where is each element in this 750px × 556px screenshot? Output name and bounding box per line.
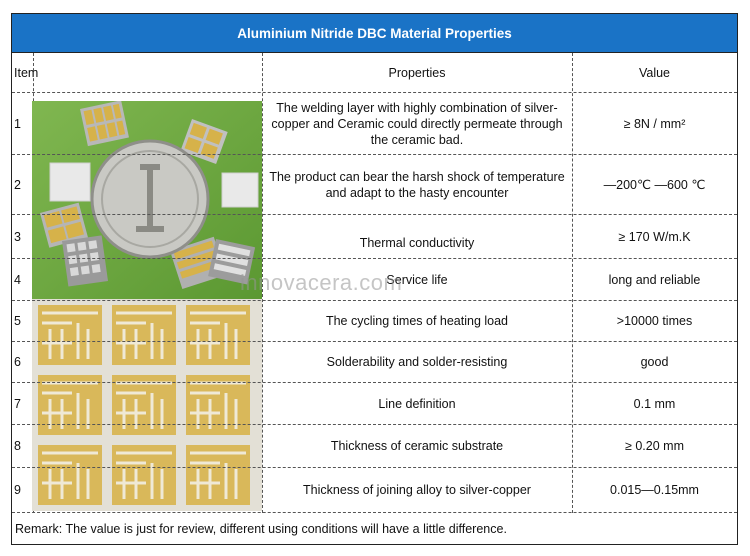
column-divider <box>572 53 573 513</box>
row-item: 2 <box>14 177 21 192</box>
row-value: long and reliable <box>608 272 701 287</box>
table-row: 1 The welding layer with highly combinat… <box>12 93 737 155</box>
row-item: 6 <box>14 355 21 369</box>
row-property: Line definition <box>378 396 456 411</box>
row-property: Thickness of joining alloy to silver-cop… <box>303 483 531 497</box>
table-row: 9 Thickness of joining alloy to silver-c… <box>12 468 737 513</box>
row-property: The welding layer with highly combinatio… <box>271 100 563 147</box>
properties-table: Aluminium Nitride DBC Material Propertie… <box>11 13 738 545</box>
table-row: 6 Solderability and solder-resisting goo… <box>12 342 737 383</box>
product-photo-coin <box>32 101 262 299</box>
row-property: The product can bear the harsh shock of … <box>269 169 565 200</box>
table-row: 2 The product can bear the harsh shock o… <box>12 155 737 215</box>
row-property: Thermal conductivity <box>359 235 475 250</box>
row-value: ≥ 0.20 mm <box>625 439 684 453</box>
row-property: Service life <box>386 272 448 287</box>
row-item: 3 <box>14 229 21 244</box>
row-item: 1 <box>14 116 21 131</box>
row-value: good <box>640 355 669 369</box>
row-item: 9 <box>14 483 21 497</box>
table-header-row: Item Properties Value <box>12 53 737 93</box>
table-row: 8 Thickness of ceramic substrate ≥ 0.20 … <box>12 425 737 468</box>
table-row: 5 The cycling times of heating load >100… <box>12 301 737 342</box>
header-properties: Properties <box>388 65 446 80</box>
table-row: 3 Thermal conductivity ≥ 170 W/m.K <box>12 215 737 259</box>
row-property: Thickness of ceramic substrate <box>330 439 504 453</box>
row-value: ≥ 170 W/m.K <box>618 229 691 244</box>
row-property: The cycling times of heating load <box>325 314 509 328</box>
row-value: >10000 times <box>616 314 693 328</box>
row-item: 8 <box>14 439 21 453</box>
column-divider <box>262 53 263 513</box>
header-item: Item <box>14 65 39 80</box>
row-item: 5 <box>14 314 21 328</box>
row-item: 4 <box>14 272 21 287</box>
table-row: 4 Service life long and reliable <box>12 259 737 301</box>
remark-note: Remark: The value is just for review, di… <box>15 522 507 536</box>
row-property: Solderability and solder-resisting <box>326 355 508 369</box>
product-photo-circuits <box>32 299 262 511</box>
row-item: 7 <box>14 396 21 411</box>
row-value: 0.1 mm <box>633 396 676 411</box>
table-title: Aluminium Nitride DBC Material Propertie… <box>12 14 737 53</box>
header-value: Value <box>638 65 671 80</box>
row-value: 0.015—0.15mm <box>610 483 699 497</box>
table-row: 7 Line definition 0.1 mm <box>12 383 737 425</box>
row-value: ≥ 8N / mm² <box>623 116 686 131</box>
row-value: —200℃ —600 ℃ <box>603 178 706 192</box>
